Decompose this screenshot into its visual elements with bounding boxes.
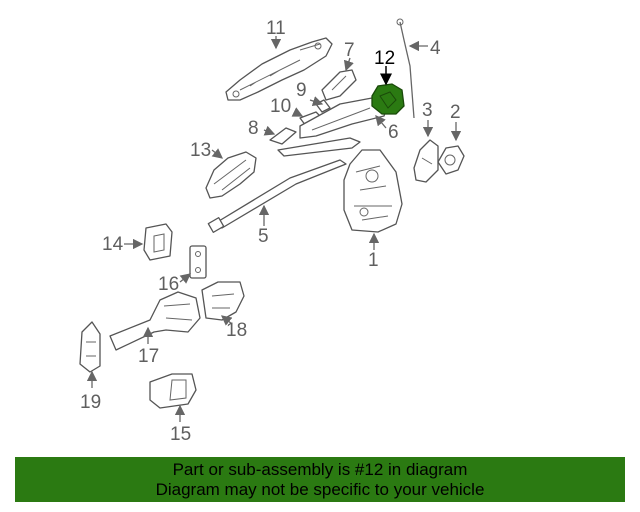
- part-18-check-bracket: [201, 281, 245, 321]
- callout-11: 11: [266, 18, 286, 39]
- part-13-inside-handle: [205, 151, 257, 199]
- callout-17: 17: [138, 346, 159, 367]
- info-banner: Part or sub-assembly is #12 in diagram D…: [15, 457, 625, 502]
- callout-12: 12: [374, 48, 395, 69]
- part-1-door-latch: [343, 149, 403, 233]
- leader-lines: [86, 36, 462, 422]
- part-8-bracket: [269, 127, 297, 145]
- part-7-handle-cap: [321, 69, 357, 101]
- callout-1: 1: [368, 250, 379, 271]
- callout-15: 15: [170, 424, 191, 445]
- callout-16: 16: [158, 274, 179, 295]
- callout-19: 19: [80, 392, 101, 413]
- banner-line-1: Part or sub-assembly is #12 in diagram: [172, 460, 468, 479]
- banner-line-2: Diagram may not be specific to your vehi…: [155, 480, 485, 499]
- part-17-door-check: [109, 291, 201, 351]
- part-19-bracket: [79, 321, 101, 373]
- callout-5: 5: [258, 226, 269, 247]
- part-11-handle-frame: [225, 37, 333, 101]
- callout-14: 14: [102, 234, 124, 255]
- callout-6: 6: [388, 122, 399, 143]
- callout-18: 18: [226, 320, 247, 341]
- callout-2: 2: [450, 102, 461, 123]
- callout-10: 10: [270, 96, 291, 117]
- part-4-rod: [396, 18, 415, 119]
- callout-7: 7: [344, 40, 355, 61]
- part-5-rod: [207, 137, 361, 233]
- callout-4: 4: [430, 38, 441, 59]
- part-2-striker: [437, 145, 465, 175]
- part-15-lower-hinge: [149, 373, 197, 409]
- part-14-hinge: [143, 223, 173, 261]
- part-3-latch-cover: [413, 139, 439, 183]
- callout-13: 13: [190, 140, 211, 161]
- callout-8: 8: [248, 118, 259, 139]
- part-12-lock-cylinder: [371, 83, 405, 115]
- parts-diagram: 11 7 12 4 9 10 3 2 8 6 13 5 14 1 16 18 1…: [79, 18, 465, 445]
- part-16-plate: [189, 245, 207, 279]
- callout-3: 3: [422, 100, 433, 121]
- callout-9: 9: [296, 80, 307, 101]
